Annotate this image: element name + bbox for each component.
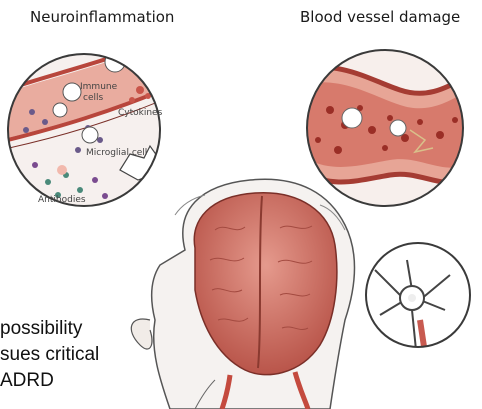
blood-vessel-panel <box>300 50 470 206</box>
immune-label: Immune <box>80 82 117 92</box>
head-figure <box>131 179 354 409</box>
microglial-cell-label: Microglial cell <box>86 148 147 158</box>
cells-label: cells <box>83 93 103 103</box>
blood-vessel-damage-title: Blood vessel damage <box>300 8 460 26</box>
neuron-panel <box>366 243 470 360</box>
side-text-line-1: possibility <box>0 318 82 340</box>
neuroinflammation-title: Neuroinflammation <box>30 8 174 26</box>
neuroinflammation-panel <box>0 37 170 206</box>
cytokines-label: Cytokines <box>118 108 162 118</box>
side-text-line-3: ADRD <box>0 370 54 392</box>
side-text-line-2: sues critical <box>0 344 99 366</box>
antibodies-label: Antibodies <box>38 195 86 205</box>
